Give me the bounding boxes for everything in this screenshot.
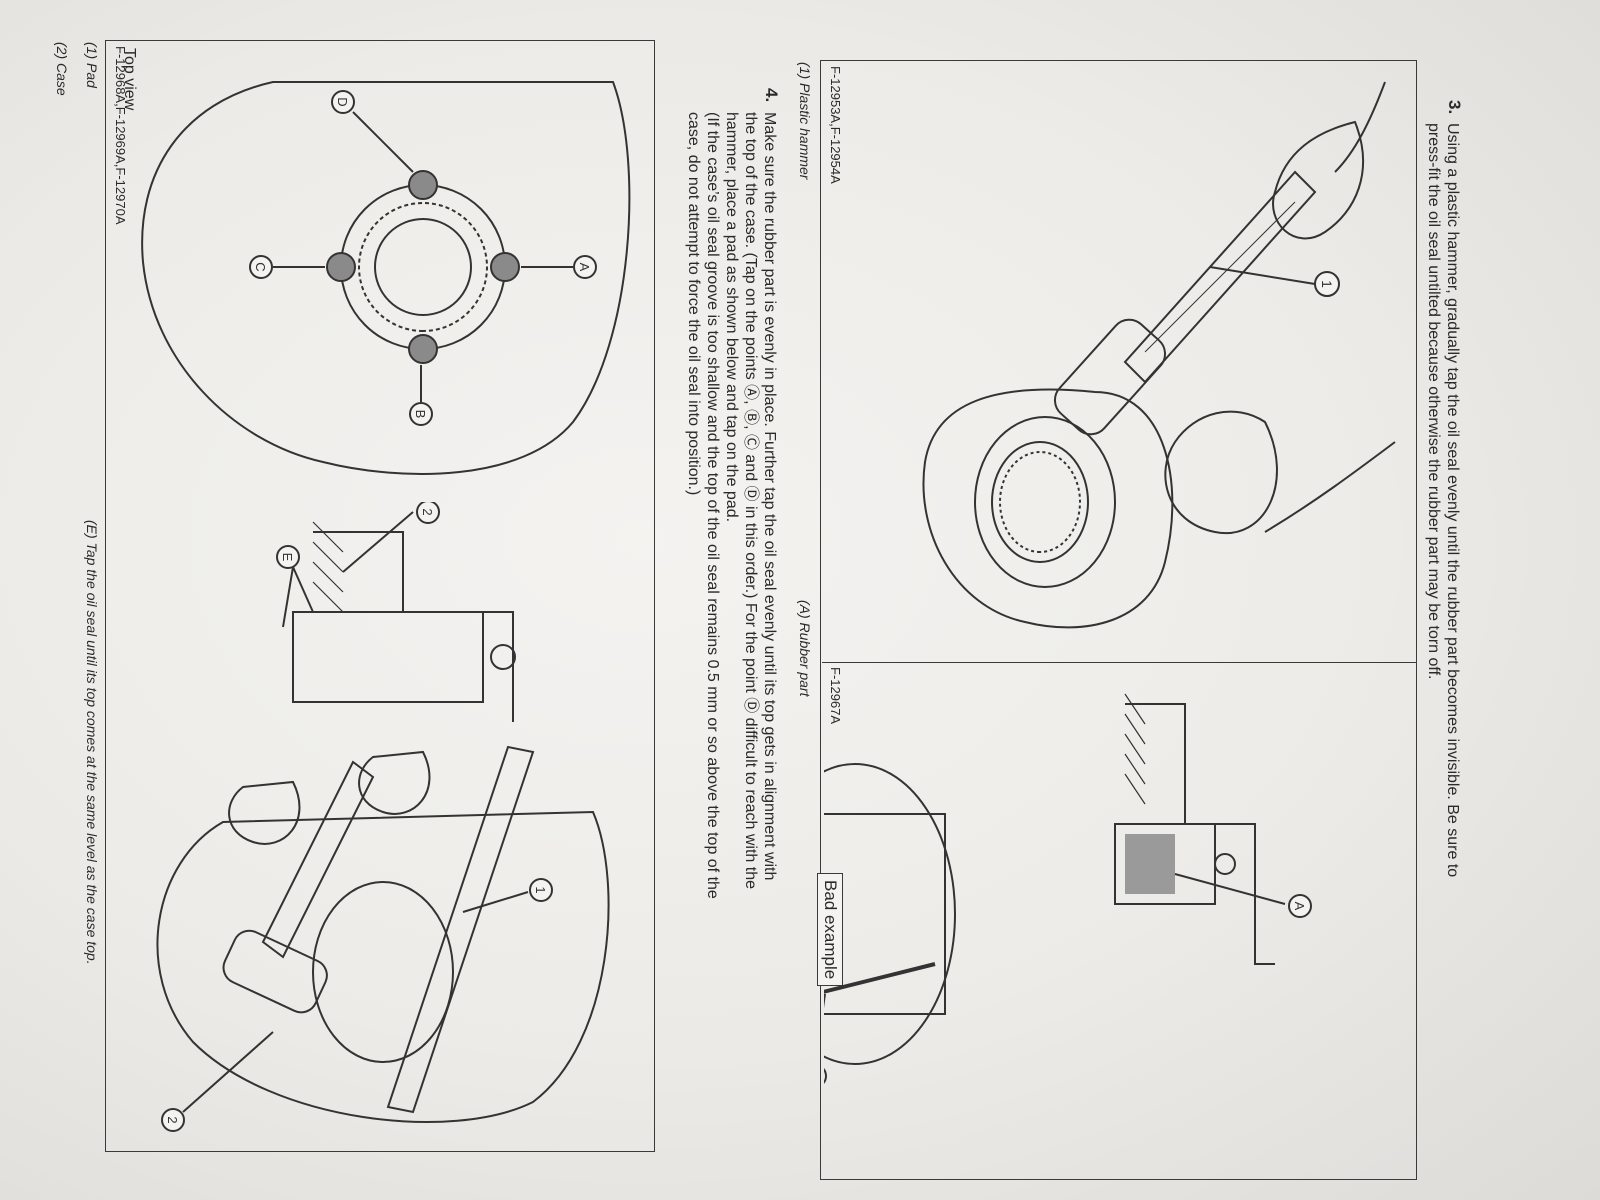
- callout-d-circle: [331, 90, 355, 114]
- figure-1-code-left: F-12953A,F-12954A: [828, 66, 843, 184]
- tilted-seal: [824, 962, 936, 996]
- callout-d-label: D: [335, 97, 350, 106]
- oil-seal-inner-lip: [374, 218, 472, 316]
- point-d-mark: [408, 170, 438, 200]
- callout-a-bottom-leader: [824, 993, 826, 1065]
- case-bore: [974, 416, 1116, 588]
- caption-pad: (1) Pad: [84, 42, 100, 88]
- right-arm: [1264, 441, 1396, 533]
- step-4-line-3: hammer, place a pad as shown below and t…: [723, 112, 740, 523]
- seal-spring: [490, 644, 516, 670]
- oil-seal-outer: [340, 184, 506, 350]
- left-hand: [1272, 120, 1364, 240]
- hammer-handle-grain: [1144, 201, 1296, 353]
- oil-seal-inner: [999, 451, 1081, 553]
- case-bore-2: [312, 881, 454, 1063]
- figure-1-divider: [822, 662, 1417, 663]
- caption-plastic-hammer: (1) Plastic hammer: [797, 62, 813, 180]
- callout-a-circle: [573, 255, 597, 279]
- hand-1: [358, 750, 431, 815]
- callout-1-label: 1: [1319, 280, 1335, 288]
- point-c-mark: [326, 252, 356, 282]
- callout-1-circle-2: [529, 878, 553, 902]
- callout-2b-label: 2: [165, 1116, 180, 1123]
- step-4-line-1: Make sure the rubber part is evenly in p…: [761, 112, 778, 881]
- right-hand: [1164, 410, 1278, 535]
- cross-section-illustration: E 2: [276, 502, 516, 722]
- callout-1-leader-2: [462, 891, 529, 913]
- section-hatching: [1124, 693, 1146, 805]
- case-flange: [824, 763, 956, 1065]
- case-top-outline: [141, 81, 631, 475]
- callout-1-label-2: 1: [533, 886, 548, 893]
- callout-e-circle: [276, 545, 300, 569]
- callout-b-label: B: [413, 410, 428, 419]
- callout-c-label: C: [253, 262, 268, 271]
- hammer-head: [1053, 318, 1167, 436]
- bore-wall: [824, 813, 946, 1015]
- bad-example-illustration: A A: [824, 693, 1312, 1088]
- case-body: [156, 810, 610, 1123]
- callout-a-label: A: [577, 263, 592, 272]
- callout-1-leader: [1209, 266, 1316, 285]
- callout-d-leader: [352, 111, 414, 173]
- step-4-text: Make sure the rubber part is evenly in p…: [684, 112, 779, 1172]
- step-4-line-5: case, do not attempt to force the oil se…: [685, 112, 702, 496]
- step-3-text: Using a plastic hammer, gradually tap th…: [1424, 123, 1462, 1193]
- pad-bar: [386, 745, 535, 1114]
- callout-c-circle: [249, 255, 273, 279]
- callout-a-top-label: A: [1292, 902, 1307, 911]
- step-3-line-2: press-fit the oil seal untilted because …: [1425, 123, 1442, 680]
- callout-a-top-leader: [1174, 873, 1286, 905]
- oil-seal-spring: [358, 202, 488, 332]
- step-3-line-1: Using a plastic hammer, gradually tap th…: [1444, 123, 1461, 878]
- step-3-number: 3.: [1445, 100, 1464, 115]
- figure-2-code: F-12968A,F-12969A,F-12970A: [113, 46, 128, 225]
- callout-2b-leader: [182, 1031, 274, 1113]
- hammer-tapping-illustration: 1: [922, 81, 1396, 629]
- hammer-handle-2: [261, 760, 375, 959]
- callout-2b-circle: [161, 1108, 185, 1132]
- callout-e-label: E: [280, 553, 295, 562]
- caption-rubber-part: (A) Rubber part: [797, 600, 813, 697]
- callout-e-leader-2: [282, 566, 294, 628]
- callout-2a-circle: [416, 502, 440, 524]
- point-b-mark: [408, 334, 438, 364]
- figure-1-code-right: F-12967A: [828, 667, 843, 725]
- callout-2a-leader: [342, 511, 414, 573]
- callout-1-circle: [1314, 271, 1340, 297]
- left-arm: [1334, 81, 1386, 173]
- rubber-part-shaded: [1125, 834, 1175, 894]
- pad-tapping-illustration: 1 2: [156, 745, 610, 1132]
- callout-2a-label: 2: [420, 508, 435, 515]
- spring-section: [1214, 853, 1236, 875]
- callout-a-top-circle: [1288, 894, 1312, 918]
- case-hatching: [312, 521, 344, 613]
- seal-section: [1114, 823, 1216, 905]
- hand-2: [228, 780, 301, 845]
- oil-seal: [991, 441, 1089, 563]
- step-4-line-2: the top of the case. (Tap on the points …: [742, 112, 759, 889]
- callout-a-bottom-circle: [824, 1064, 827, 1088]
- caption-case: (2) Case: [54, 42, 70, 96]
- seal-profile: [292, 611, 484, 703]
- step-4-number: 4.: [762, 88, 781, 103]
- hammer-head-2: [222, 929, 328, 1014]
- callout-b-circle: [409, 402, 433, 426]
- point-a-mark: [490, 252, 520, 282]
- top-view-illustration: A B C D: [141, 81, 631, 475]
- caption-tap-oil-seal: (E) Tap the oil seal until its top comes…: [84, 520, 100, 965]
- case-outline: [922, 388, 1174, 629]
- callout-e-leader-1: [292, 566, 314, 613]
- step-4-line-4: (If the case’s oil seal groove is too sh…: [704, 112, 721, 899]
- case-section: [1125, 703, 1275, 965]
